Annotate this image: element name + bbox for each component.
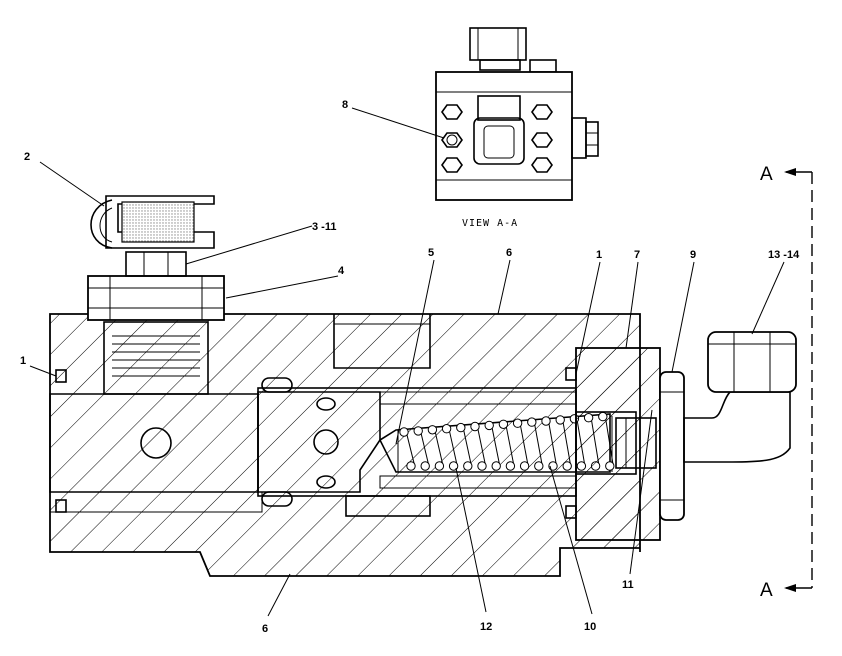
spring-coil-top xyxy=(441,424,452,434)
callout-6-bottom: 6 xyxy=(262,623,268,635)
view-a-a: VIEW A-A xyxy=(435,27,599,229)
callout-9: 9 xyxy=(690,249,696,261)
callout-5: 5 xyxy=(428,247,434,259)
inset-bolt-heads xyxy=(441,104,553,173)
callout-11: 11 xyxy=(622,579,634,591)
spring-coil-wire xyxy=(520,426,529,464)
inset-body xyxy=(435,71,573,201)
callout-7: 7 xyxy=(634,249,640,261)
spring-coil-bottom xyxy=(434,461,445,471)
spring-coil-top xyxy=(413,426,423,436)
spring-coil-top xyxy=(512,418,523,428)
spring-coil-wire xyxy=(406,434,415,464)
spring-coil-bottom xyxy=(420,461,430,471)
spring-coil-bottom xyxy=(534,461,544,471)
spring-coil-wire xyxy=(562,422,571,464)
section-line: A A xyxy=(760,164,813,601)
spring-coil-top xyxy=(470,421,480,432)
spring-coil-wire xyxy=(463,430,472,464)
spring-coil-top xyxy=(498,419,509,429)
section-marker-bottom: A xyxy=(760,580,773,601)
callout-1-left: 1 xyxy=(20,355,26,367)
spring-coil-wire xyxy=(534,425,543,464)
spring-coil-bottom xyxy=(491,461,501,471)
valve-body xyxy=(49,313,661,577)
spool xyxy=(257,391,381,493)
leader-lines xyxy=(29,107,785,617)
callout-3-11: 3 -11 xyxy=(312,221,336,233)
spring-coil-wire xyxy=(548,423,557,464)
top-fitting xyxy=(87,195,225,321)
cap-stippled xyxy=(121,201,195,243)
callout-1-right: 1 xyxy=(596,249,602,261)
threaded-port xyxy=(103,321,209,395)
jam-nut xyxy=(659,371,685,521)
right-fitting xyxy=(659,331,797,521)
spring-coil-top xyxy=(484,420,494,431)
spring-coil-top xyxy=(541,416,551,426)
spring-coil-bottom xyxy=(463,461,473,471)
callout-4: 4 xyxy=(338,265,345,277)
spring-coil-bottom xyxy=(477,461,487,471)
spring-coil-top xyxy=(555,415,565,425)
spring-coil-bottom xyxy=(562,461,572,471)
callout-2: 2 xyxy=(24,151,30,163)
end-cap xyxy=(575,347,661,541)
callout-6-top: 6 xyxy=(506,247,512,259)
spring-coil-wire xyxy=(449,431,458,464)
callout-12: 12 xyxy=(480,621,492,633)
spring-coil-top xyxy=(456,422,466,433)
view-a-a-label: VIEW A-A xyxy=(462,218,518,229)
callouts: 1 2 3 -11 4 5 6 1 7 9 13 -14 8 6 12 10 1… xyxy=(20,99,800,635)
hex-nut xyxy=(87,275,225,321)
spring-coil-top xyxy=(427,425,438,435)
spring-coil-top xyxy=(527,417,537,427)
spring-coil-wire xyxy=(420,433,429,464)
spring-coil-bottom xyxy=(406,461,416,471)
spring-coil-bottom xyxy=(505,461,516,471)
spring-coil-wire xyxy=(505,427,514,464)
callout-10: 10 xyxy=(584,621,596,633)
section-marker-top: A xyxy=(760,164,773,185)
spring-coil-wire xyxy=(477,429,486,464)
spring-coil-wire xyxy=(434,432,443,464)
spring-coil-bottom xyxy=(519,461,530,471)
elbow-nut xyxy=(707,331,797,393)
callout-13-14: 13 -14 xyxy=(768,249,800,261)
spring-coil-top xyxy=(399,427,409,437)
spring-coil-wire xyxy=(491,428,500,464)
callout-8: 8 xyxy=(342,99,348,111)
